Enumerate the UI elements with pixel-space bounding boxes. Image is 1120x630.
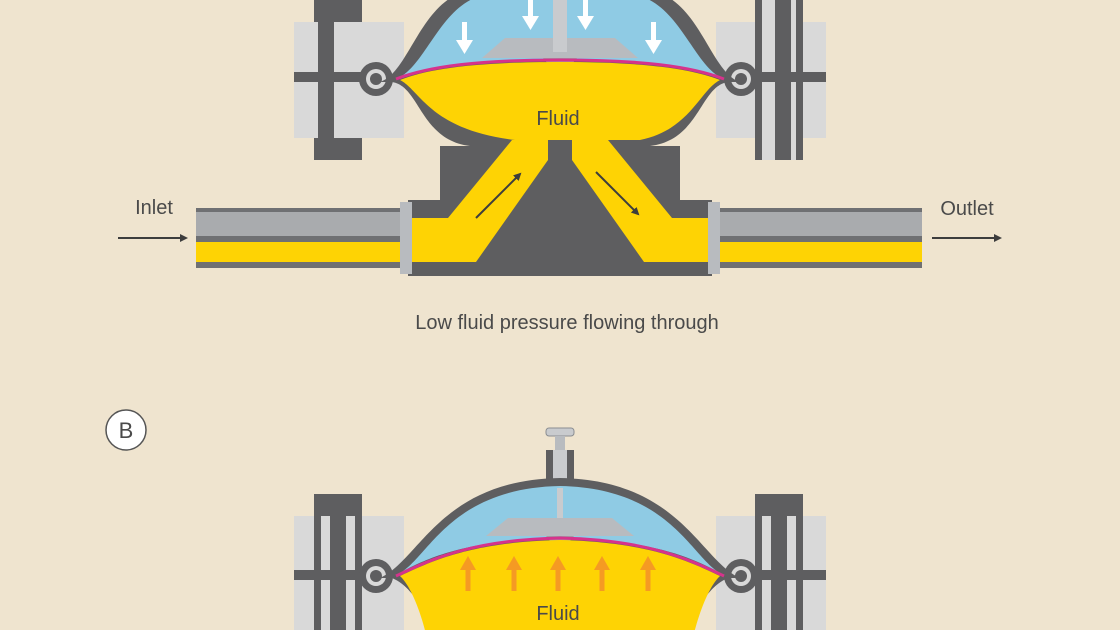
panel-a: Fluid Inlet Outlet Low fluid pressure fl… xyxy=(118,0,1002,334)
arrow-up-icon xyxy=(506,556,522,591)
outlet-pipe xyxy=(708,202,922,274)
flow-arrow-outlet xyxy=(595,171,640,216)
arrow-down-icon xyxy=(577,0,594,30)
diaphragm xyxy=(395,58,725,81)
arrow-down-icon xyxy=(456,22,473,54)
outlet-label: Outlet xyxy=(940,198,994,220)
right-flange xyxy=(716,494,826,630)
inlet-passage xyxy=(408,140,548,262)
badge-label: B xyxy=(119,418,134,443)
fluid-label: Fluid xyxy=(536,108,579,130)
valve-stem xyxy=(557,488,563,518)
pressure-up-arrows xyxy=(460,556,656,591)
pressure-down-arrows xyxy=(456,0,662,54)
arrow-up-icon xyxy=(550,556,566,591)
panel-b: B xyxy=(105,409,826,630)
fluid-label: Fluid xyxy=(536,603,579,625)
arrow-down-icon xyxy=(522,0,539,30)
valve-stem xyxy=(553,0,567,52)
inlet-pipe xyxy=(196,202,412,274)
compressor-plate xyxy=(486,518,634,536)
diaphragm xyxy=(395,536,725,578)
arrow-down-icon xyxy=(645,22,662,54)
outlet-passage xyxy=(572,140,712,262)
flow-arrow-inlet xyxy=(475,172,522,219)
caption-a: Low fluid pressure flowing through xyxy=(415,312,719,334)
arrow-up-icon xyxy=(460,556,476,591)
weir xyxy=(548,140,572,160)
inlet-label: Inlet xyxy=(135,197,173,219)
left-flange xyxy=(294,494,404,630)
arrow-up-icon xyxy=(640,556,656,591)
fluid-chamber xyxy=(400,62,720,140)
panel-b-badge: B xyxy=(105,409,147,451)
arrow-up-icon xyxy=(594,556,610,591)
